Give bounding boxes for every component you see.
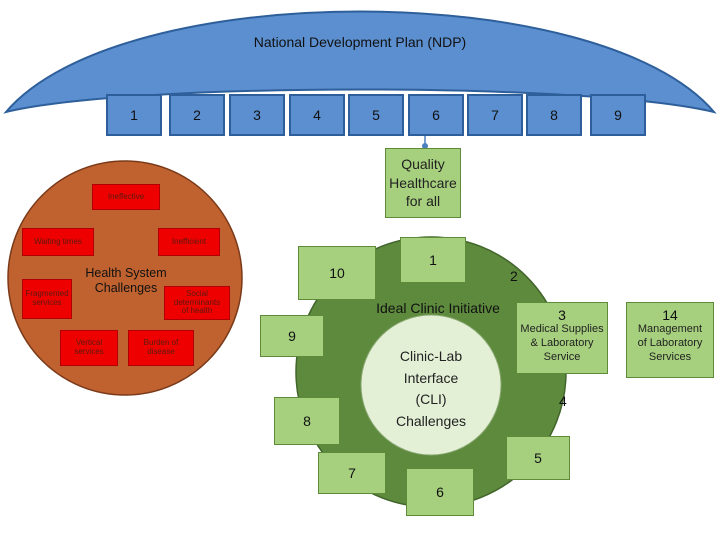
ideal-clinic-item-6: 6 [406, 468, 474, 516]
vertical-line-2: services [74, 347, 104, 356]
ndp-box-6: 6 [408, 94, 464, 136]
challenge-vertical-services: Vertical services [60, 330, 118, 366]
challenge-fragmented-services: Fragmented services [22, 279, 72, 319]
quality-healthcare-box: Quality Healthcare for all [385, 148, 461, 218]
ideal-clinic-item-10: 10 [298, 246, 376, 300]
ideal-clinic-item-2: 2 [510, 268, 518, 284]
medical-line-1: Medical Supplies [520, 323, 604, 335]
challenge-burden-of-disease: Burden of disease [128, 330, 194, 366]
health-system-title-line-1: Health System [85, 266, 167, 280]
ideal-clinic-item-3: 3 [558, 307, 566, 323]
cli-line-2: Interface [403, 369, 459, 386]
connector-dot [422, 143, 428, 149]
challenge-inefficient: Inefficient [158, 228, 220, 256]
ndp-box-2: 2 [169, 94, 225, 136]
ndp-box-5: 5 [348, 94, 404, 136]
ideal-clinic-title: Ideal Clinic Initiative [376, 300, 500, 316]
burden-line-1: Burden of [143, 338, 179, 348]
quality-line-1: Quality [401, 155, 445, 172]
quality-line-3: for all [405, 193, 441, 210]
ideal-clinic-item-14-box: 14 Management of Laboratory Services [626, 302, 714, 378]
cli-line-3: (CLI) [415, 391, 447, 408]
ideal-clinic-item-5: 5 [506, 436, 570, 480]
burden-line-2: disease [147, 347, 175, 356]
fragmented-line-1: Fragmented [25, 289, 69, 299]
management-line-1: Management [637, 323, 703, 335]
quality-line-2: Healthcare [389, 174, 457, 191]
social-line-1: Social [186, 288, 208, 298]
ndp-box-3: 3 [229, 94, 285, 136]
ideal-clinic-item-4: 4 [559, 393, 567, 409]
cli-line-4: Challenges [395, 413, 467, 430]
ndp-box-7: 7 [467, 94, 523, 136]
ideal-clinic-item-1: 1 [400, 237, 466, 283]
fragmented-line-2: services [32, 298, 62, 307]
social-line-2: determinants [173, 297, 221, 307]
medical-line-3: Service [543, 350, 581, 363]
ideal-clinic-item-3-box: 3 Medical Supplies & Laboratory Service [516, 302, 608, 374]
medical-line-2: & Laboratory [530, 336, 594, 349]
ideal-clinic-item-8: 8 [274, 397, 340, 445]
ndp-arch [3, 10, 717, 114]
ndp-box-9: 9 [590, 94, 646, 136]
health-system-title: Health System Challenges [74, 266, 178, 296]
health-system-title-line-2: Challenges [94, 281, 158, 295]
ndp-box-1: 1 [106, 94, 162, 136]
challenge-social-determinants: Social determinants of health [164, 286, 230, 320]
ideal-clinic-item-14: 14 [662, 307, 678, 323]
management-line-2: of Laboratory [637, 336, 703, 349]
cli-challenges-text: Clinic-Lab Interface (CLI) Challenges [372, 346, 490, 433]
ideal-clinic-item-9: 9 [260, 315, 324, 357]
ndp-box-8: 8 [526, 94, 582, 136]
medical-supplies-text: Medical Supplies & Laboratory Service [517, 323, 607, 364]
management-text: Management of Laboratory Services [627, 323, 713, 364]
cli-center-circle [360, 314, 502, 456]
ndp-title: National Development Plan (NDP) [253, 34, 467, 50]
management-line-3: Services [648, 350, 692, 363]
cli-line-1: Clinic-Lab [399, 348, 463, 364]
vertical-line-1: Vertical [75, 338, 103, 348]
challenge-ineffective: Ineffective [92, 184, 160, 210]
ndp-box-4: 4 [289, 94, 345, 136]
social-line-3: of health [181, 306, 213, 316]
ideal-clinic-item-7: 7 [318, 452, 386, 494]
challenge-waiting-times: Waiting times [22, 228, 94, 256]
